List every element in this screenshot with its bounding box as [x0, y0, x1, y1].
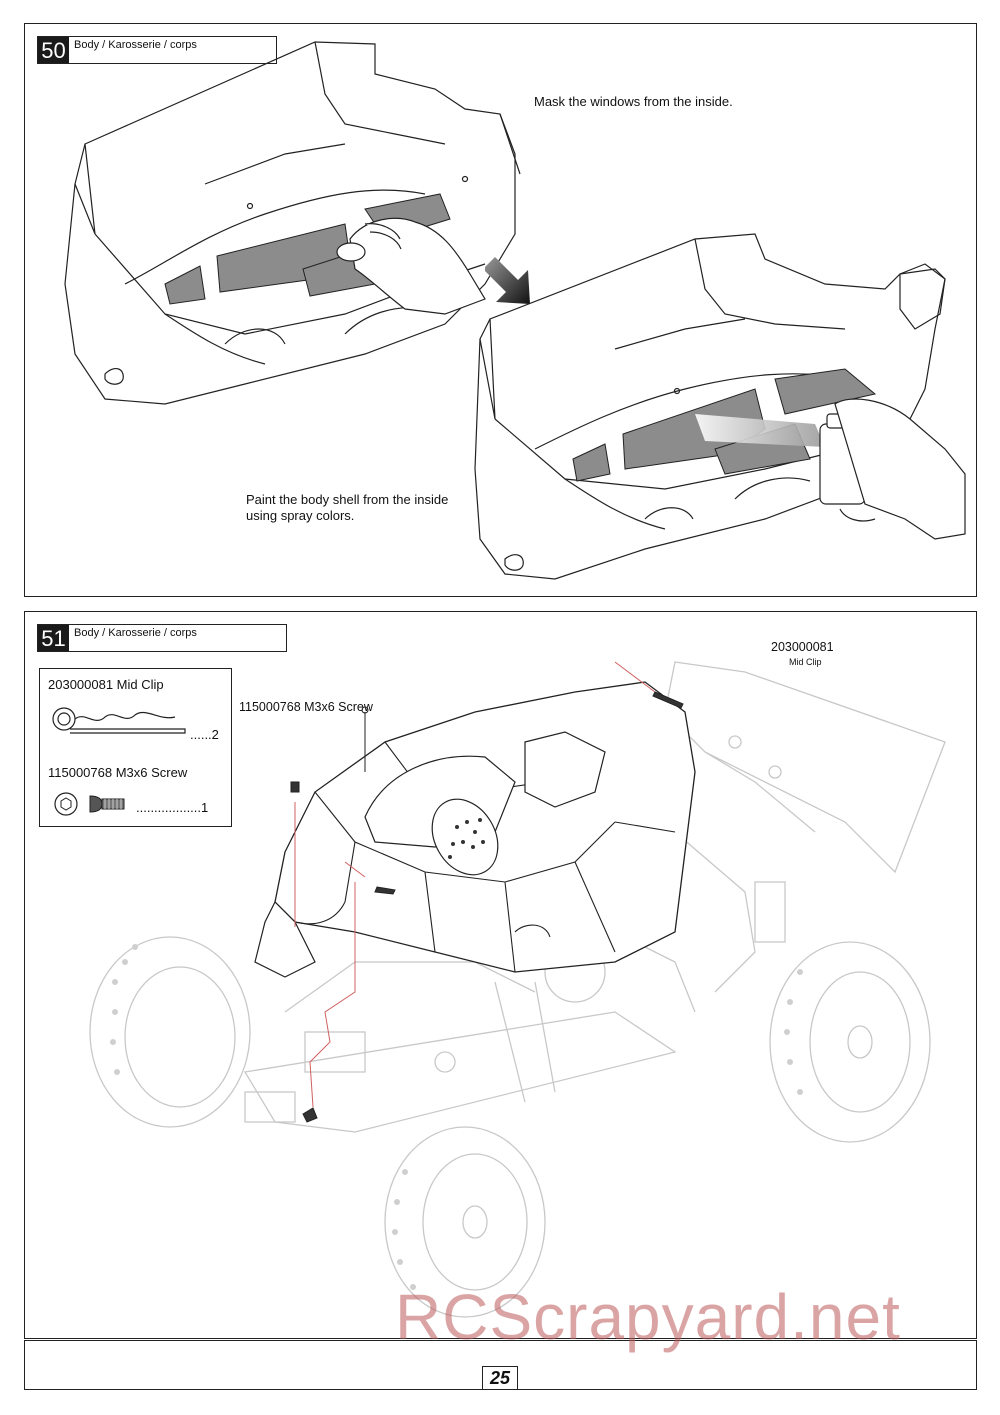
parts-list-box: 203000081 Mid Clip ......2 115000768 M3x…: [39, 668, 232, 827]
screw-callout-label: 115000768 M3x6 Screw: [239, 700, 373, 714]
step-51-header: 51 Body / Karosserie / corps: [37, 624, 287, 652]
part-qty-mid-clip: ......2: [190, 727, 219, 742]
step-number: 50: [38, 37, 69, 63]
part-label-screw: 115000768 M3x6 Screw: [48, 765, 188, 780]
body-shell-masking-illustration: [64, 41, 521, 405]
part-qty-screw: ..................1: [136, 800, 209, 815]
paint-instruction-line-2: using spray colors.: [246, 508, 355, 523]
page-number: 25: [482, 1366, 518, 1390]
step-title: Body / Karosserie / corps: [74, 39, 197, 51]
step-number: 51: [38, 625, 69, 651]
clip-callout-name: Mid Clip: [789, 657, 822, 667]
mask-instruction: Mask the windows from the inside.: [534, 94, 733, 109]
step-title: Body / Karosserie / corps: [74, 627, 197, 639]
step-50-panel: 50 Body / Karosserie / corps Mask the wi…: [24, 23, 977, 597]
direction-arrow-icon: [485, 257, 530, 304]
buggy-body-assembly-illustration: [89, 661, 946, 1318]
step-50-header: 50 Body / Karosserie / corps: [37, 36, 277, 64]
body-clip-icon: [52, 707, 186, 734]
paint-instruction-line-1: Paint the body shell from the inside: [246, 492, 449, 507]
clip-callout-code: 203000081: [771, 640, 834, 654]
watermark-text: RCScrapyard.net: [395, 1281, 901, 1353]
step-51-panel: 51 Body / Karosserie / corps 203000081 M…: [24, 611, 977, 1339]
part-label-mid-clip: 203000081 Mid Clip: [48, 677, 164, 692]
body-shell-painting-illustration: [474, 233, 966, 580]
button-head-screw-icon: [54, 792, 125, 816]
